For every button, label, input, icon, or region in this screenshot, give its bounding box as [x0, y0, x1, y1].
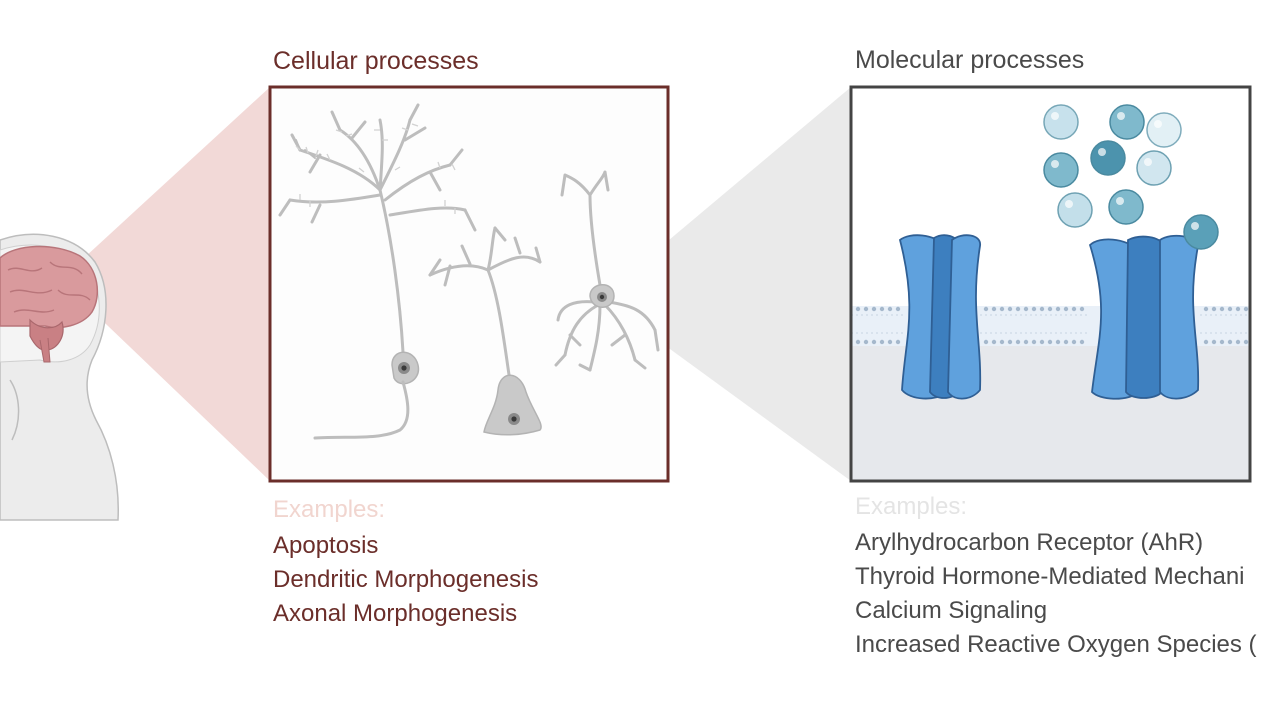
zoom-wedge-molecular [600, 87, 851, 481]
cellular-examples-list: Apoptosis Dendritic Morphogenesis Axonal… [273, 529, 538, 631]
head-silhouette-icon [0, 233, 120, 521]
list-item: Apoptosis [273, 532, 379, 559]
molecular-examples-heading: Examples: [855, 493, 968, 520]
list-item: Axonal Morphogenesis [273, 600, 518, 627]
ion-channel-icon [898, 234, 982, 400]
brain-icon [0, 245, 99, 363]
list-item: Dendritic Morphogenesis [273, 566, 539, 593]
molecular-processes-title: Molecular processes [855, 46, 1085, 74]
neuron-icon [278, 103, 477, 354]
list-item: Arylhydrocarbon Receptor (AhR) [855, 529, 1204, 556]
cellular-processes-box [268, 85, 670, 483]
list-item: Thyroid Hormone-Mediated Mechani [855, 563, 1245, 590]
ion-channel-icon [1088, 234, 1200, 400]
neuron-spines [295, 123, 456, 214]
zoom-wedge-cellular [60, 87, 270, 481]
list-item: Calcium Signaling [855, 597, 1048, 624]
cellular-examples-heading: Examples: [273, 496, 386, 523]
list-item: Increased Reactive Oxygen Species ( [855, 631, 1257, 658]
cellular-processes-title: Cellular processes [273, 47, 479, 75]
molecular-examples-list: Arylhydrocarbon Receptor (AhR) Thyroid H… [855, 526, 1257, 662]
